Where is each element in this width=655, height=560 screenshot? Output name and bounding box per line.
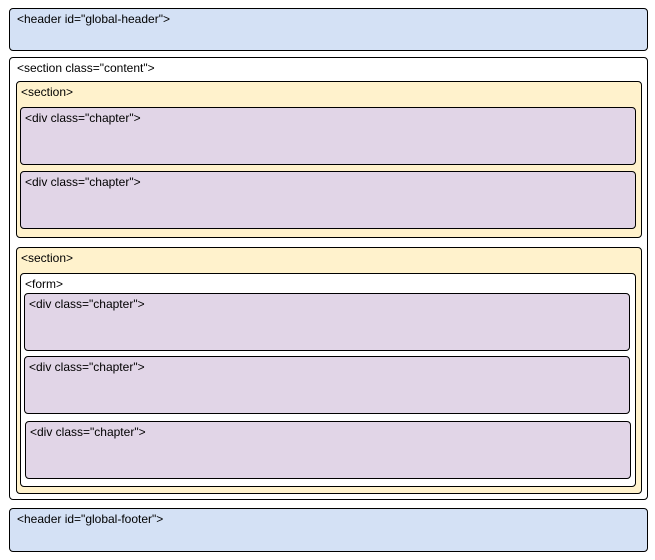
chapter-label: <div class="chapter">: [29, 297, 145, 311]
section-1-chapter-2: <div class="chapter">: [20, 171, 636, 229]
global-footer-label: <header id="global-footer">: [17, 512, 164, 526]
form-chapter-1: <div class="chapter">: [24, 293, 630, 351]
chapter-label: <div class="chapter">: [25, 175, 141, 189]
form-label: <form>: [25, 277, 64, 291]
global-header-box: <header id="global-header">: [9, 8, 648, 51]
section-1-chapter-1: <div class="chapter">: [20, 107, 636, 165]
form-chapter-3: <div class="chapter">: [25, 421, 631, 479]
section-2-box: <section> <form> <div class="chapter"> <…: [16, 247, 642, 494]
chapter-label: <div class="chapter">: [25, 111, 141, 125]
global-footer-box: <header id="global-footer">: [9, 508, 648, 552]
content-section-box: <section class="content"> <section> <div…: [9, 57, 648, 500]
content-section-label: <section class="content">: [17, 61, 155, 75]
chapter-label: <div class="chapter">: [29, 360, 145, 374]
section-1-box: <section> <div class="chapter"> <div cla…: [16, 81, 642, 238]
chapter-label: <div class="chapter">: [30, 425, 146, 439]
section-2-label: <section>: [21, 251, 74, 265]
form-box: <form> <div class="chapter"> <div class=…: [20, 273, 636, 487]
global-header-label: <header id="global-header">: [17, 12, 170, 26]
section-1-label: <section>: [21, 85, 74, 99]
form-chapter-2: <div class="chapter">: [24, 356, 630, 414]
